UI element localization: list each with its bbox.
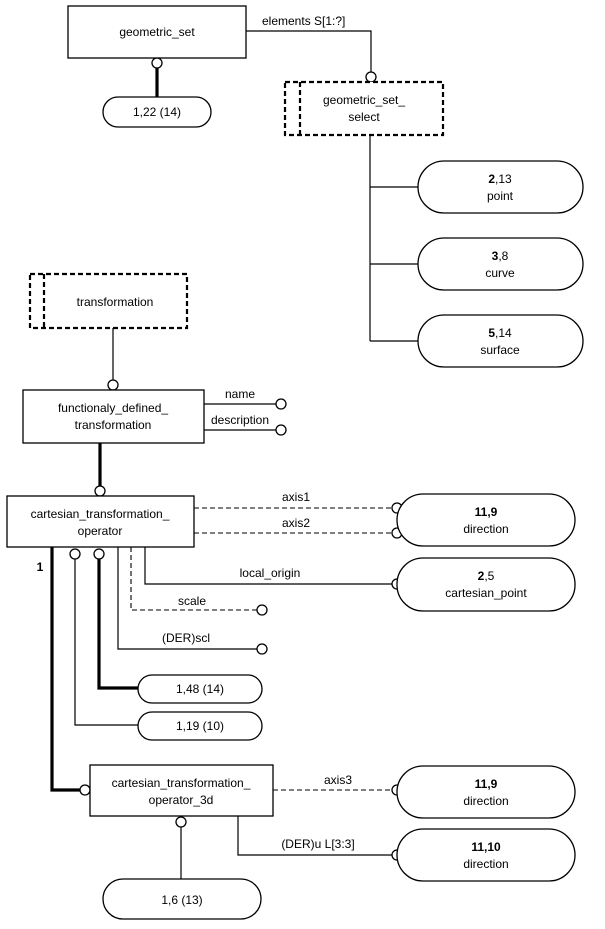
geometric-set-select-type	[283, 80, 445, 137]
axis3-attribute-label: axis3	[324, 773, 352, 787]
cto3d-page-ref	[102, 878, 262, 920]
geometric-set-page-ref	[102, 96, 212, 128]
u-direction-page-ref	[396, 828, 576, 882]
axis-direction-ref-label: 11,9	[475, 505, 498, 519]
cto-label-1: cartesian_transformation_	[31, 507, 170, 521]
elements-relation-line	[246, 30, 372, 72]
geometric-set-label: geometric_set	[119, 25, 195, 39]
point-ref-label: 2,13	[488, 172, 512, 186]
axis3-direction-page-ref	[396, 765, 576, 819]
name-attribute-label: name	[225, 387, 255, 401]
cartesian-transformation-operator-3d-entity	[89, 764, 274, 817]
transformation-relation-circle	[107, 379, 119, 391]
ref-148-label: 1,48 (14)	[176, 682, 224, 696]
scl-attribute-line	[117, 547, 257, 650]
cto3d-subtype-circle	[79, 784, 91, 796]
cto3d-page-ref-circle	[175, 816, 187, 828]
axis3-ref-label: 11,9	[475, 777, 498, 791]
geometric-set-select-label-2: select	[348, 110, 380, 124]
point-page-ref	[417, 160, 584, 214]
fdt-label-2: transformation	[75, 418, 152, 432]
curve-name-label: curve	[485, 266, 515, 280]
axis-direction-page-ref	[396, 493, 576, 547]
name-attribute-circle	[275, 398, 287, 410]
cartesian-transformation-operator-entity	[6, 495, 195, 548]
local-origin-attribute-line	[144, 547, 397, 585]
fdt-subtype-circle	[94, 485, 106, 497]
scale-attribute-circle	[256, 604, 268, 616]
geometric-set-entity	[67, 5, 247, 59]
scale-attribute-line	[130, 547, 257, 611]
cto3d-subtype-line	[50, 547, 80, 792]
geometric-set-page-ref-label: 1,22 (14)	[133, 105, 181, 119]
description-attribute-label: description	[211, 413, 269, 427]
cto3d-label-1: cartesian_transformation_	[112, 776, 251, 790]
scale-attribute-label: scale	[178, 594, 206, 608]
u-attribute-line	[237, 816, 397, 856]
ref-119-line	[74, 559, 138, 726]
point-name-label: point	[487, 189, 514, 203]
u-name-label: direction	[463, 857, 508, 871]
geometric-set-select-label-1: geometric_set_	[323, 93, 405, 107]
curve-page-ref	[417, 237, 584, 291]
transformation-label: transformation	[77, 295, 154, 309]
axis3-name-label: direction	[463, 794, 508, 808]
functionaly-defined-transformation-entity	[22, 389, 205, 444]
local-origin-ref-label: 2,5	[478, 569, 495, 583]
ref-148-page-ref	[137, 674, 263, 704]
cto3d-label-2: operator_3d	[149, 793, 214, 807]
local-origin-attribute-label: local_origin	[240, 566, 301, 580]
axis2-attribute-label: axis2	[282, 516, 310, 530]
local-origin-page-ref	[396, 557, 576, 612]
surface-name-label: surface	[480, 343, 520, 357]
cardinality-label: 1	[37, 560, 44, 574]
axis-direction-name-label: direction	[463, 522, 508, 536]
elements-relation-circle	[365, 71, 377, 83]
surface-page-ref	[417, 314, 584, 368]
cto3d-page-ref-label: 1,6 (13)	[161, 893, 202, 907]
surface-ref-label: 5,14	[488, 326, 512, 340]
local-origin-name-label: cartesian_point	[445, 586, 527, 600]
fdt-label-1: functionaly_defined_	[58, 401, 168, 415]
ref-148-line	[97, 559, 138, 690]
cto-label-2: operator	[78, 524, 123, 538]
scl-attribute-circle	[256, 643, 268, 655]
scl-attribute-label: (DER)scl	[162, 631, 210, 645]
ref-119-label: 1,19 (10)	[176, 719, 224, 733]
u-attribute-label: (DER)u L[3:3]	[281, 837, 354, 851]
u-ref-label: 11,10	[471, 840, 501, 854]
curve-ref-label: 3,8	[492, 249, 509, 263]
description-attribute-circle	[275, 424, 287, 436]
ref-148-circle	[93, 548, 105, 560]
transformation-type	[28, 272, 189, 330]
ref-119-circle	[69, 548, 81, 560]
axis1-attribute-label: axis1	[282, 490, 310, 504]
geometric-set-supertype-circle	[151, 57, 163, 69]
ref-119-page-ref	[137, 711, 263, 741]
elements-attribute-label: elements S[1:?]	[262, 14, 345, 28]
